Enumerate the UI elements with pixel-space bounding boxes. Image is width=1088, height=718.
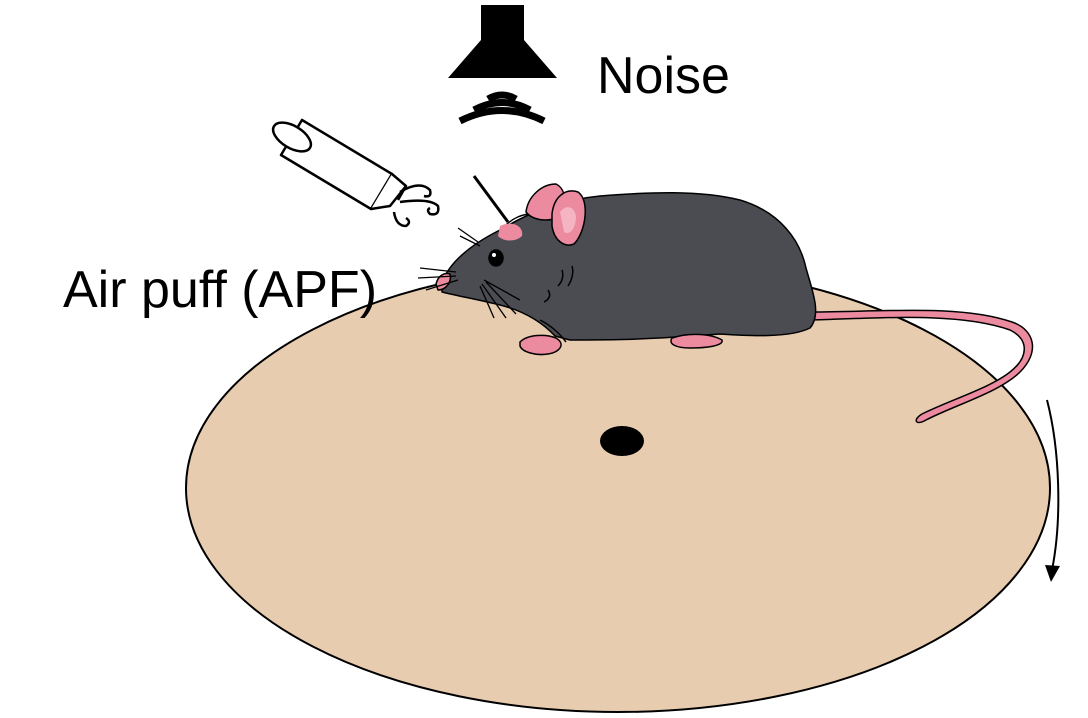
speaker-icon: [448, 5, 557, 78]
mouse-icon: [417, 183, 1034, 424]
rotation-arrow-icon: [1045, 399, 1060, 582]
implant-probe: [472, 175, 510, 223]
air-puff-label: Air puff (APF): [63, 261, 378, 319]
sound-wave-icon: [458, 91, 546, 125]
noise-label: Noise: [597, 47, 730, 105]
center-hole-icon: [600, 426, 644, 456]
air-puff-nozzle-icon: [271, 118, 440, 228]
